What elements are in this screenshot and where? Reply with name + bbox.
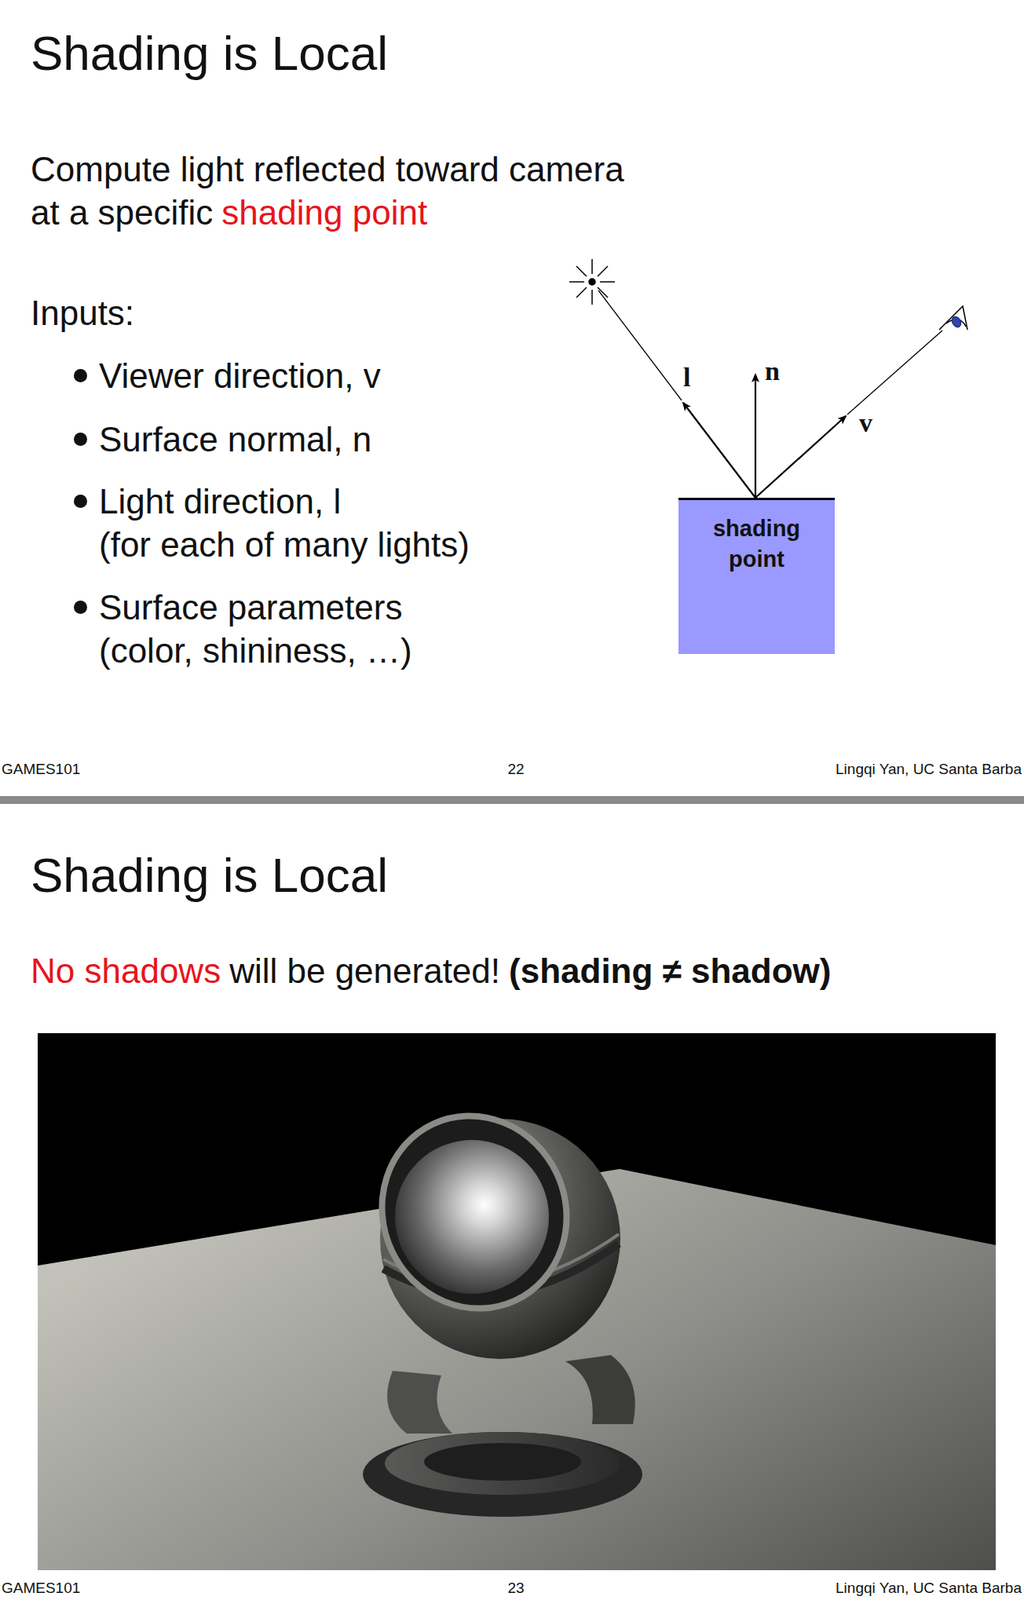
render-image: [37, 1033, 996, 1571]
view-vector: [755, 416, 846, 498]
slide-title-text: Shading is Local: [30, 25, 388, 81]
vector-label: n: [764, 358, 780, 385]
light-source: [569, 259, 615, 305]
shader-ball: [350, 1086, 621, 1360]
highlight-text: shading point: [221, 193, 428, 232]
text: Shading is Local: [30, 848, 388, 903]
bullet-item: Surface normal, n: [98, 417, 372, 461]
bullet-dot: [73, 432, 88, 447]
light-vector: [683, 402, 756, 498]
text: Lingqi Yan, UC Santa Barba: [835, 760, 1022, 778]
footer-text: Lingqi Yan, UC Santa Barba: [835, 1579, 1022, 1598]
text: 23: [507, 1579, 524, 1597]
eye-symbol: [939, 306, 968, 330]
bullet-item: Surface parameters (color, shininess, …): [98, 585, 413, 673]
bullet-item: Light direction, l (for each of many lig…: [98, 479, 470, 567]
page-number: 23: [476, 1579, 556, 1598]
text: Lingqi Yan, UC Santa Barba: [835, 1579, 1022, 1597]
shader-ball-stand: [362, 1355, 643, 1518]
body-text: No shadowswill be generated!(shading ≠ s…: [30, 949, 831, 993]
bullet-dot: [73, 369, 88, 383]
text: n: [764, 356, 780, 386]
footer-text: GAMES101: [1, 760, 81, 779]
normal-vector: [754, 374, 757, 498]
bullet-item: Viewer direction, v: [98, 354, 381, 398]
shading-point-box: shading point: [678, 497, 835, 655]
text: Light direction, l (for each of many lig…: [98, 482, 470, 564]
slide-title: Shading is Local: [30, 846, 388, 905]
text: l: [683, 362, 691, 392]
vector-diagram: [0, 0, 1024, 801]
view-ray: [847, 330, 943, 415]
vector-label: l: [683, 364, 691, 392]
text: v: [859, 408, 873, 438]
text: 22: [507, 760, 524, 778]
bullet-dot: [73, 494, 88, 509]
text: Surface parameters (color, shininess, …): [98, 588, 413, 670]
body-text: Inputs:: [30, 291, 135, 335]
page-number: 22: [476, 760, 556, 779]
footer-text: Lingqi Yan, UC Santa Barba: [835, 760, 1022, 779]
highlight-text: No shadows: [30, 951, 221, 991]
text: Viewer direction, v: [98, 356, 381, 395]
text: Surface normal, n: [98, 420, 372, 459]
text: Inputs:: [30, 293, 135, 333]
node-label: shading point: [694, 513, 820, 575]
footer-text: GAMES101: [1, 1579, 81, 1598]
slide-separator: [0, 796, 1024, 805]
vector-label: v: [859, 409, 873, 437]
text: GAMES101: [1, 760, 81, 778]
body-text: Compute light reflected toward camera at…: [30, 147, 625, 235]
emphasis-text: (shading ≠ shadow): [508, 951, 831, 991]
text: GAMES101: [1, 1579, 81, 1597]
light-ray: [598, 290, 682, 401]
text: will be generated!: [229, 951, 501, 991]
bullet-dot: [73, 600, 88, 615]
slide-title: Shading is Local: [30, 24, 388, 83]
